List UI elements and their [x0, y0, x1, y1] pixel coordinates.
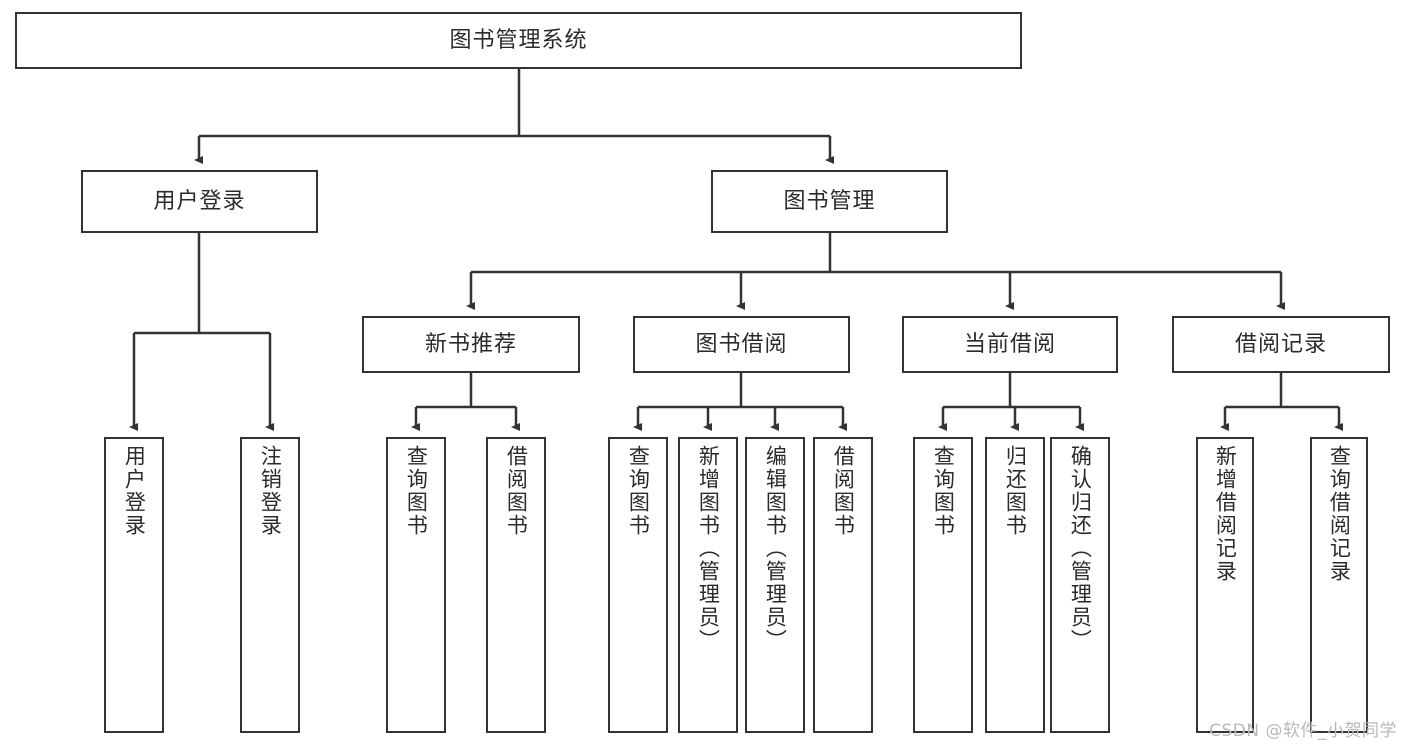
node-new-book-recommend[interactable]: 新书推荐 [362, 316, 580, 373]
node-book-borrow-label: 图书借阅 [695, 331, 788, 357]
node-leaf-borrow-book-1-label: 借阅图书 [504, 445, 529, 537]
node-leaf-borrow-book-1[interactable]: 借阅图书 [486, 437, 546, 733]
watermark-text: CSDN @软件_小贺同学 [1209, 721, 1397, 741]
node-book-borrow[interactable]: 图书借阅 [633, 316, 850, 373]
node-leaf-query-book-1[interactable]: 查询图书 [386, 437, 446, 733]
node-leaf-borrow-book-2[interactable]: 借阅图书 [813, 437, 873, 733]
node-user-login[interactable]: 用户登录 [81, 170, 318, 233]
node-leaf-query-book-3-label: 查询图书 [931, 445, 956, 537]
node-root-label: 图书管理系统 [449, 27, 588, 53]
node-leaf-user-login[interactable]: 用户登录 [104, 437, 164, 733]
node-leaf-add-borrow-record[interactable]: 新增借阅记录 [1196, 437, 1254, 733]
node-borrow-record[interactable]: 借阅记录 [1172, 316, 1390, 373]
node-leaf-add-book-admin-label: 新增图书（管理员） [696, 445, 721, 652]
node-user-login-label: 用户登录 [153, 188, 246, 214]
node-leaf-query-borrow-record-label: 查询借阅记录 [1327, 445, 1352, 583]
node-leaf-add-book-admin[interactable]: 新增图书（管理员） [678, 437, 738, 733]
node-leaf-user-login-label: 用户登录 [122, 445, 147, 537]
node-leaf-logout-label: 注销登录 [258, 445, 283, 537]
node-leaf-confirm-return-admin-label: 确认归还（管理员） [1068, 445, 1093, 652]
node-new-book-recommend-label: 新书推荐 [424, 331, 517, 357]
node-leaf-confirm-return-admin[interactable]: 确认归还（管理员） [1050, 437, 1110, 733]
node-current-borrow[interactable]: 当前借阅 [902, 316, 1118, 373]
node-borrow-record-label: 借阅记录 [1234, 331, 1327, 357]
node-book-manage-label: 图书管理 [783, 188, 876, 214]
node-leaf-query-book-3[interactable]: 查询图书 [913, 437, 973, 733]
node-book-manage[interactable]: 图书管理 [711, 170, 948, 233]
node-leaf-add-borrow-record-label: 新增借阅记录 [1213, 445, 1238, 583]
node-leaf-query-book-1-label: 查询图书 [404, 445, 429, 537]
node-leaf-borrow-book-2-label: 借阅图书 [831, 445, 856, 537]
node-leaf-edit-book-admin-label: 编辑图书（管理员） [763, 445, 788, 652]
node-current-borrow-label: 当前借阅 [963, 331, 1056, 357]
node-root[interactable]: 图书管理系统 [15, 12, 1022, 69]
node-leaf-return-book-label: 归还图书 [1003, 445, 1028, 537]
node-leaf-logout[interactable]: 注销登录 [240, 437, 300, 733]
node-leaf-query-book-2-label: 查询图书 [626, 445, 651, 537]
node-leaf-query-borrow-record[interactable]: 查询借阅记录 [1310, 437, 1368, 733]
node-leaf-return-book[interactable]: 归还图书 [985, 437, 1045, 733]
node-leaf-edit-book-admin[interactable]: 编辑图书（管理员） [745, 437, 805, 733]
node-leaf-query-book-2[interactable]: 查询图书 [608, 437, 668, 733]
